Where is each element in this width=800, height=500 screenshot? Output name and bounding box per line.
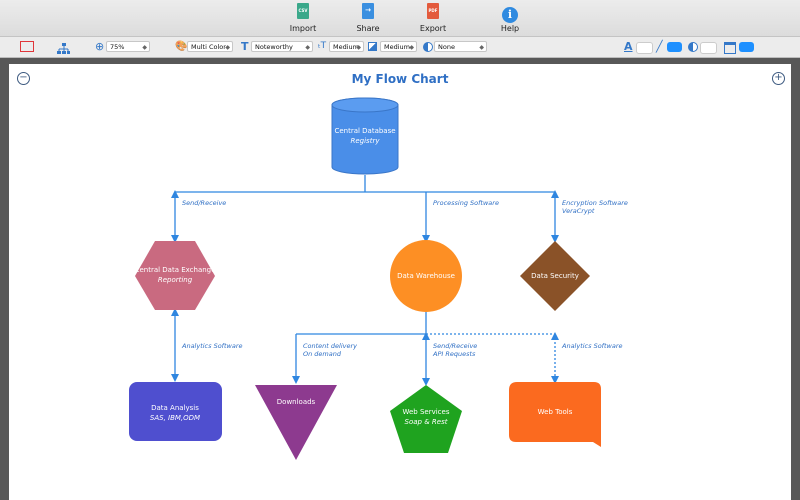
share-label: Share bbox=[356, 24, 380, 33]
diagram-title: My Flow Chart bbox=[352, 72, 449, 86]
connectors bbox=[171, 175, 559, 386]
node-data-warehouse[interactable]: Data Warehouse bbox=[390, 240, 462, 312]
panel-icon bbox=[20, 41, 34, 52]
fill-color-well[interactable] bbox=[700, 42, 717, 54]
zoom-out-button[interactable]: − bbox=[17, 72, 30, 85]
pdf-file-icon: PDF bbox=[427, 3, 439, 19]
edge-label-send-receive: Send/Receive bbox=[182, 199, 226, 207]
help-label: Help bbox=[500, 24, 520, 33]
background-color-icon bbox=[724, 40, 736, 54]
edge-label-analytics-left: Analytics Software bbox=[181, 342, 243, 350]
export-label: Export bbox=[419, 24, 447, 33]
text-color-well[interactable] bbox=[636, 42, 653, 54]
flowchart: My Flow Chart Send/Receive Processing So… bbox=[129, 72, 628, 460]
format-bar: ⊕ 75%◆ 🎨 Multi Color◆ T Noteworthy◆ ₜT M… bbox=[0, 37, 800, 58]
info-icon: i bbox=[502, 7, 518, 23]
shadow-icon bbox=[423, 40, 433, 53]
zoom-select[interactable]: 75%◆ bbox=[106, 41, 150, 52]
share-file-icon: → bbox=[362, 3, 374, 19]
font-icon: T bbox=[241, 40, 249, 53]
edge-label-analytics-right: Analytics Software bbox=[561, 342, 623, 350]
svg-text:Downloads: Downloads bbox=[277, 398, 316, 406]
svg-text:Web Tools: Web Tools bbox=[538, 408, 573, 416]
line-width-icon bbox=[368, 40, 378, 53]
text-color-icon: A bbox=[624, 40, 633, 53]
share-button[interactable]: → Share bbox=[338, 3, 398, 33]
font-select[interactable]: Noteworthy◆ bbox=[251, 41, 313, 52]
export-button[interactable]: PDF Export bbox=[403, 3, 463, 33]
zoom-icon: ⊕ bbox=[95, 40, 105, 53]
line-color-icon: ╱ bbox=[656, 40, 663, 53]
main-toolbar: CSV Import → Share PDF Export i Help bbox=[0, 0, 800, 37]
font-size-icon: ₜT bbox=[318, 41, 327, 51]
edge-label-processing: Processing Software bbox=[433, 199, 499, 207]
diagram-canvas[interactable]: − + My Flow Chart bbox=[9, 64, 791, 500]
background-color-well[interactable] bbox=[739, 42, 754, 52]
node-downloads[interactable]: Downloads bbox=[255, 385, 337, 460]
csv-file-icon: CSV bbox=[297, 3, 309, 19]
node-web-tools[interactable]: Web Tools bbox=[509, 382, 601, 447]
shadow-select[interactable]: None◆ bbox=[434, 41, 487, 52]
color-scheme-select[interactable]: Multi Color◆ bbox=[187, 41, 233, 52]
layout-toggle-button[interactable] bbox=[20, 40, 34, 53]
hierarchy-icon bbox=[57, 43, 70, 54]
svg-text:Data Security: Data Security bbox=[531, 272, 579, 280]
line-width-select[interactable]: Medium◆ bbox=[380, 41, 417, 52]
fill-color-icon bbox=[688, 40, 698, 53]
hierarchy-button[interactable] bbox=[57, 40, 71, 54]
svg-text:Data Warehouse: Data Warehouse bbox=[397, 272, 455, 280]
palette-icon: 🎨 bbox=[175, 41, 188, 52]
font-size-select[interactable]: Medium◆ bbox=[329, 41, 364, 52]
import-button[interactable]: CSV Import bbox=[273, 3, 333, 33]
line-color-well[interactable] bbox=[667, 42, 682, 52]
zoom-in-button[interactable]: + bbox=[772, 72, 785, 85]
help-button[interactable]: i Help bbox=[480, 3, 540, 33]
node-data-security[interactable]: Data Security bbox=[520, 241, 590, 311]
import-label: Import bbox=[289, 24, 317, 33]
